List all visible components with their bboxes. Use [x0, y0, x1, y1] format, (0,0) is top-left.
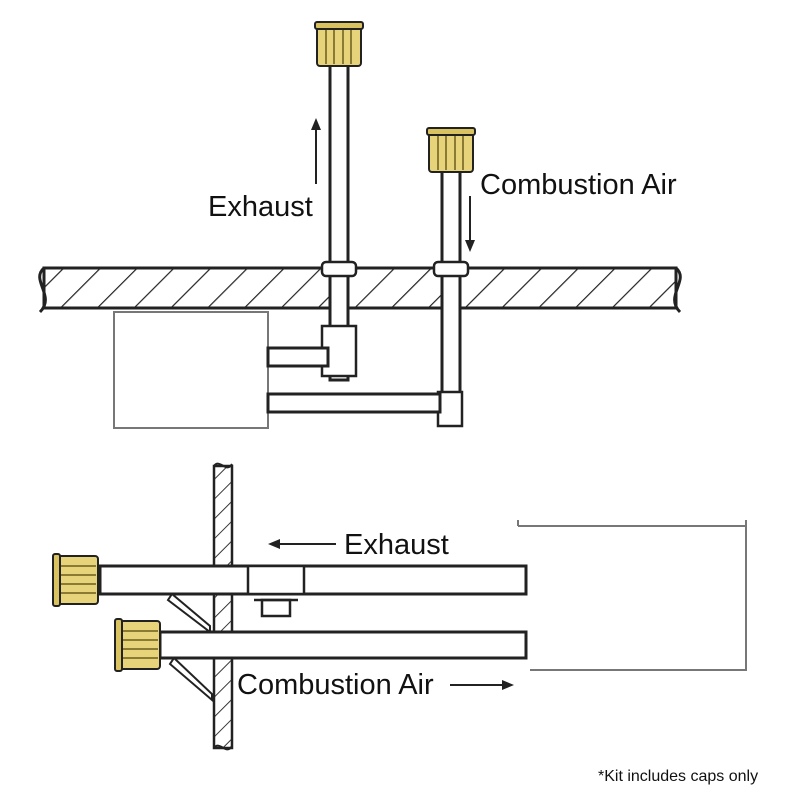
vent-cap-icon: [426, 127, 476, 173]
footnote: *Kit includes caps only: [598, 768, 758, 785]
appliance-top: [113, 311, 269, 429]
roof-slab: [38, 266, 682, 314]
arrow-right-icon: [450, 680, 514, 690]
side-combustion-air-label: Combustion Air: [237, 669, 434, 701]
vent-cap-icon: [114, 618, 161, 672]
combustion-air-pipe-sidewall: [158, 630, 528, 660]
arrow-left-icon: [268, 539, 336, 549]
vent-cap-icon: [314, 21, 364, 67]
appliance-bottom: [517, 520, 747, 671]
support-bracket: [166, 592, 213, 703]
exhaust-pipe-horizontal-top: [266, 346, 330, 368]
exhaust-pipe-vertical: [320, 58, 358, 382]
vent-cap-icon: [52, 553, 99, 607]
top-combustion-air-label: Combustion Air: [480, 169, 677, 201]
combustion-air-pipe-vertical: [432, 164, 470, 428]
arrow-up-icon: [311, 118, 321, 184]
sidewall: [212, 462, 234, 751]
arrow-down-icon: [465, 196, 475, 252]
top-exhaust-label: Exhaust: [208, 191, 313, 223]
combustion-air-pipe-horizontal-top: [266, 392, 442, 414]
exhaust-pipe-sidewall: [98, 564, 528, 618]
side-exhaust-label: Exhaust: [344, 529, 449, 561]
